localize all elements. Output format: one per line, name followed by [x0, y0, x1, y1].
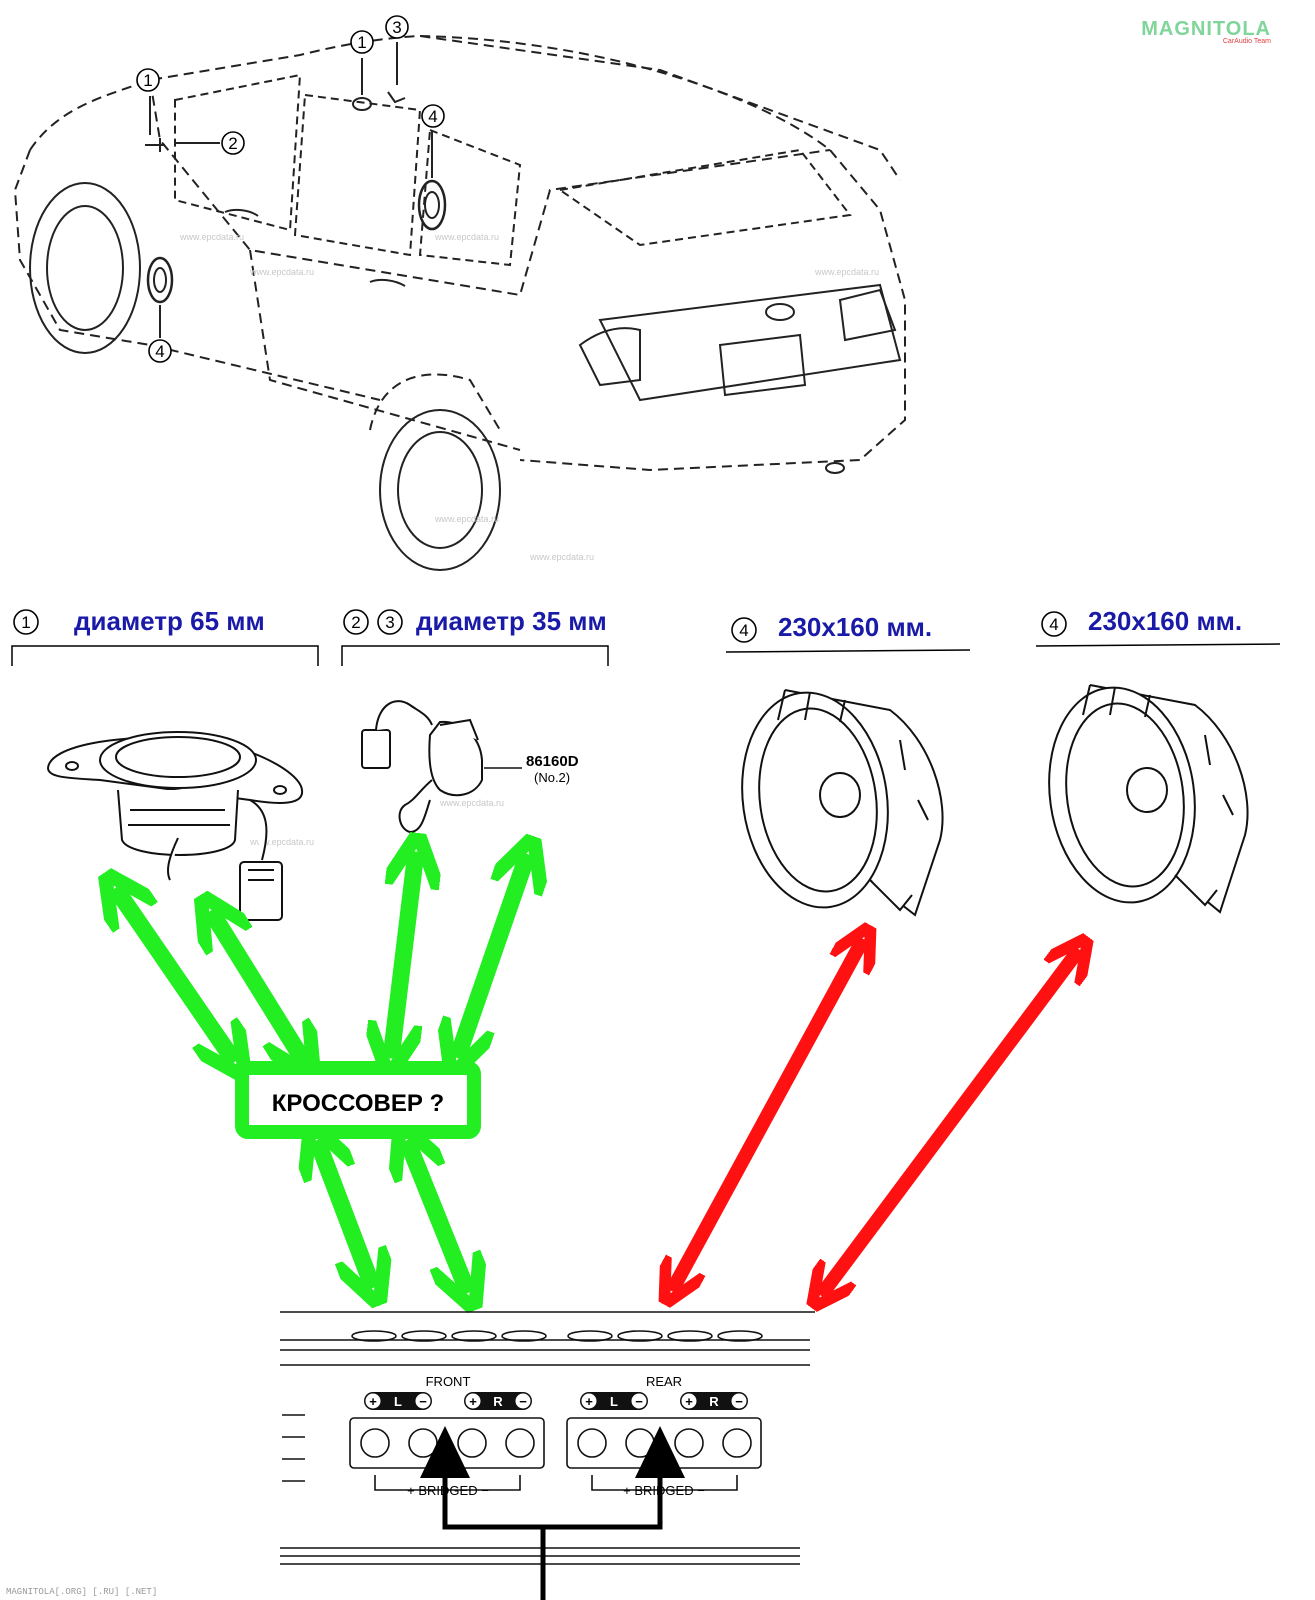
- car-callouts: 1 2 1 3 4 4: [136, 15, 445, 363]
- rear-left-label: L: [610, 1394, 618, 1409]
- section-4-header: 4 230x160 мм.: [1035, 606, 1281, 647]
- arrow-crossover-to-amp-b: [410, 1148, 465, 1285]
- section-4-title: 230x160 мм.: [1088, 606, 1242, 636]
- part-variant: (No.2): [534, 770, 570, 785]
- crossover-label: КРОССОВЕР ?: [272, 1090, 444, 1117]
- crossover-box: КРОССОВЕР ?: [235, 1061, 481, 1139]
- part-code: 86160D: [526, 753, 579, 770]
- watermark-text: www.epcdata.ru: [434, 514, 499, 524]
- section-1-title: диаметр 65 мм: [74, 606, 265, 636]
- bridged-arrows: [420, 1426, 685, 1600]
- watermark-text: www.epcdata.ru: [179, 232, 244, 242]
- front-right-minus: −: [519, 1394, 527, 1409]
- amplifier-panel: [280, 1311, 815, 1565]
- front-right-plus: +: [469, 1394, 477, 1409]
- callout-1-front: 1: [143, 71, 152, 90]
- brand-logo: MAGNITOLA CarAudio Team: [1141, 18, 1271, 45]
- watermark-text: www.epcdata.ru: [814, 267, 879, 277]
- section-2-title: диаметр 35 мм: [416, 606, 607, 636]
- logo-text: MAGNITOLA: [1141, 18, 1271, 40]
- footer-text: MAGNITOLA[.ORG] [.RU] [.NET]: [6, 1587, 158, 1597]
- arrow-tweeter-to-crossover-a: [392, 860, 415, 1050]
- section-3-title: 230x160 мм.: [778, 612, 932, 642]
- front-bridged-label: + BRIDGED −: [407, 1483, 489, 1498]
- amp-channel-pills: + L − + R − + L − + R −: [364, 1392, 748, 1410]
- callout-2: 2: [228, 134, 237, 153]
- arrow-oval-a-to-amp: [675, 945, 860, 1285]
- callout-3: 3: [392, 18, 401, 37]
- section-3-header: 4 230x160 мм.: [725, 612, 971, 653]
- rear-right-label: R: [709, 1394, 719, 1409]
- callout-4-rear: 4: [428, 107, 437, 126]
- callout-4-front: 4: [155, 342, 164, 361]
- section-3-id: 4: [739, 621, 748, 640]
- front-left-label: L: [394, 1394, 402, 1409]
- tweeter-35mm-drawing: [361, 700, 522, 834]
- front-left-plus: +: [369, 1394, 377, 1409]
- watermarks: www.epcdata.ru www.epcdata.ru www.epcdat…: [179, 232, 1164, 847]
- rear-left-minus: −: [635, 1394, 643, 1409]
- watermark-text: www.epcdata.ru: [439, 798, 504, 808]
- watermark-text: www.epcdata.ru: [249, 267, 314, 277]
- section-2-id-b: 3: [385, 613, 394, 632]
- arrow-tweeter-to-crossover-b: [460, 862, 525, 1050]
- rear-label: REAR: [646, 1374, 682, 1389]
- speaker-65mm-drawing: [46, 731, 304, 921]
- car-illustration: [13, 34, 906, 571]
- part-number-label: 86160D (No.2): [526, 753, 579, 785]
- callout-1-rear: 1: [357, 33, 366, 52]
- oval-speaker-a-drawing: [741, 689, 944, 917]
- front-left-minus: −: [419, 1394, 427, 1409]
- section-1-header: 1 диаметр 65 мм: [11, 606, 319, 666]
- section-2-id-a: 2: [351, 613, 360, 632]
- front-label: FRONT: [426, 1374, 471, 1389]
- arrow-crossover-to-amp-a: [320, 1148, 370, 1280]
- section-1-id: 1: [21, 613, 30, 632]
- rear-left-plus: +: [585, 1394, 593, 1409]
- watermark-text: www.epcdata.ru: [249, 837, 314, 847]
- red-arrows: [675, 945, 1075, 1290]
- arrow-speaker65-to-crossover-b: [215, 918, 300, 1055]
- section-2-header: 2 3 диаметр 35 мм: [341, 606, 609, 666]
- section-4-id: 4: [1049, 615, 1058, 634]
- front-right-label: R: [493, 1394, 503, 1409]
- rear-bridged-label: + BRIDGED −: [623, 1483, 705, 1498]
- logo-tagline: CarAudio Team: [1222, 38, 1271, 45]
- rear-right-minus: −: [735, 1394, 743, 1409]
- arrow-oval-b-to-amp: [825, 955, 1075, 1290]
- watermark-text: www.epcdata.ru: [529, 552, 594, 562]
- rear-right-plus: +: [685, 1394, 693, 1409]
- watermark-text: www.epcdata.ru: [434, 232, 499, 242]
- oval-speaker-b-drawing: [1048, 684, 1249, 914]
- green-arrows: [120, 860, 525, 1285]
